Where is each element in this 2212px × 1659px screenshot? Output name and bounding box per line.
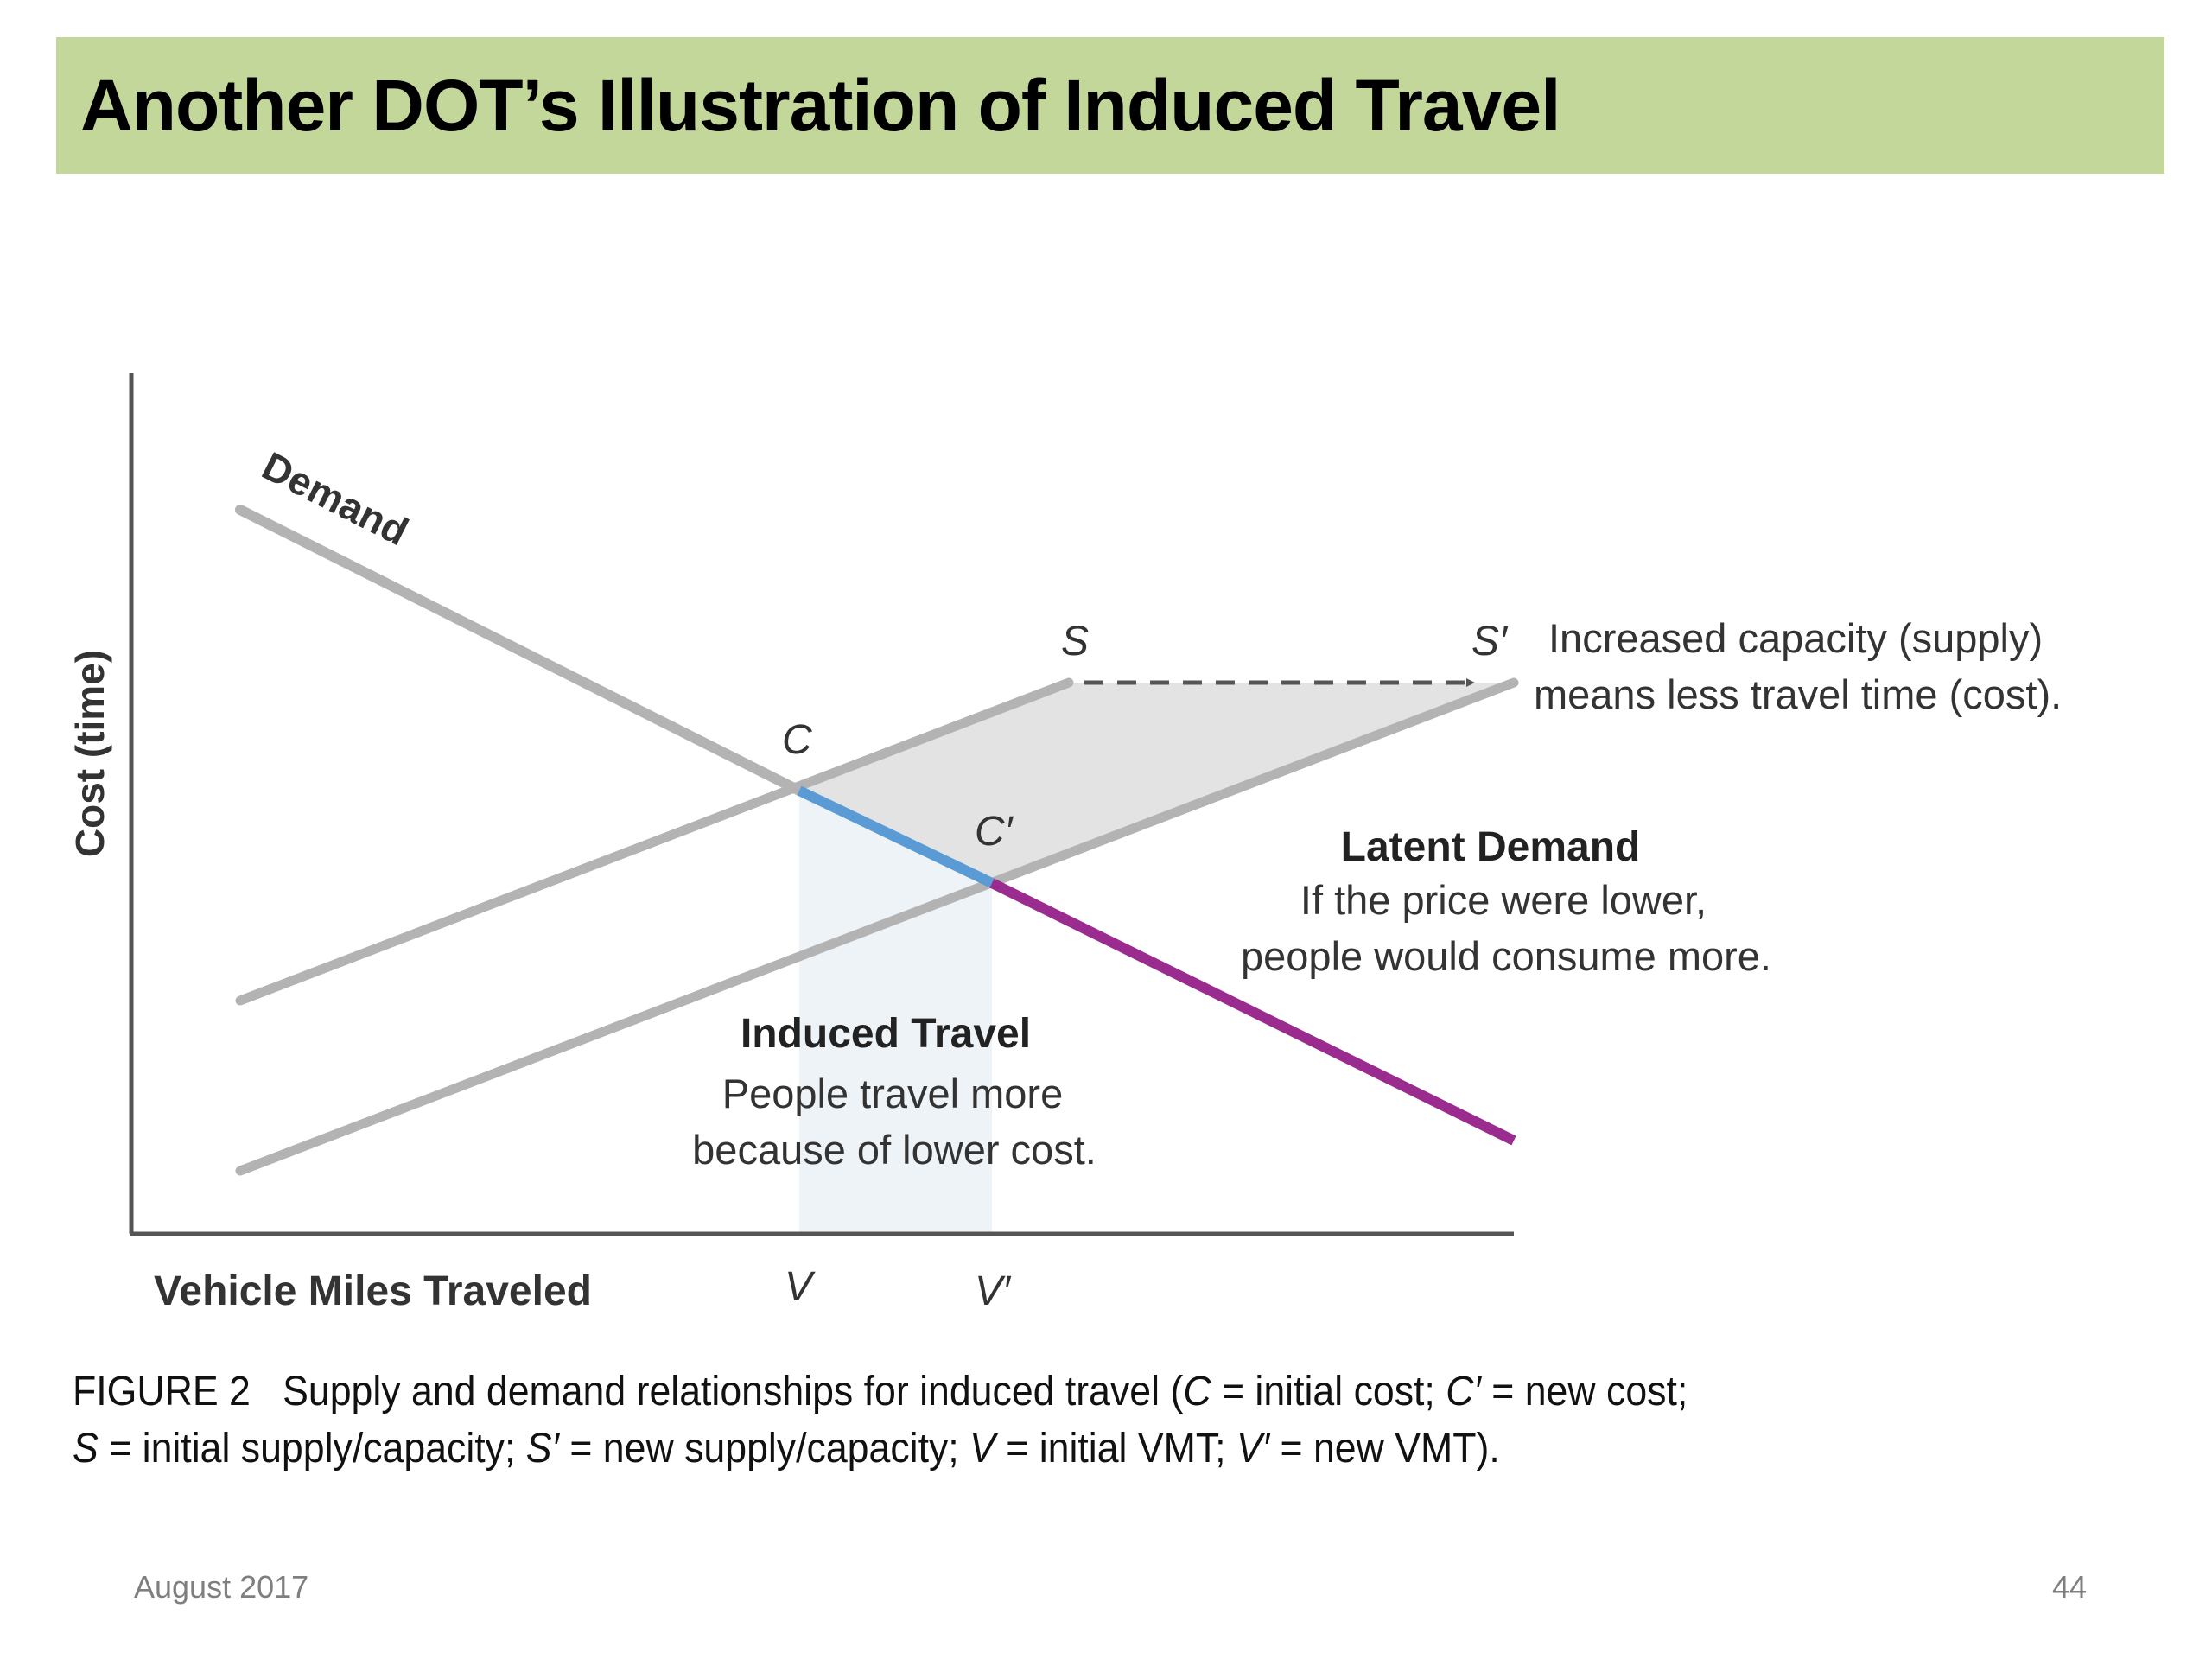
supply-curve-s-prime [235,677,1519,1176]
supply-label: S [1061,619,1089,664]
demand-label: Demand [255,443,415,555]
slide-title: Another DOT’s Illustration of Induced Tr… [80,64,1560,146]
induced-demand-segment [797,785,995,888]
caption-line-1: FIGURE 2 Supply and demand relationships… [73,1363,1961,1421]
induced-line2: because of lower cost. [692,1127,1096,1173]
caption-vp-symbol: V′ [1236,1426,1270,1471]
caption-c-symbol: C [1183,1369,1211,1414]
caption-sp-symbol: S′ [525,1426,559,1471]
title-bar: Another DOT’s Illustration of Induced Tr… [56,37,2164,174]
caption-s-symbol: S [73,1426,99,1471]
caption-fig-label: FIGURE 2 [73,1369,251,1414]
latent-heading: Latent Demand [1341,824,1641,870]
caption-s-def: = initial supply/capacity; [98,1426,526,1471]
capacity-note-line1: Increased capacity (supply) [1548,615,2043,661]
caption-v-symbol: V [969,1426,995,1471]
x-axis-label: Vehicle Miles Traveled [154,1268,592,1314]
caption-v-def: = initial VMT; [995,1426,1236,1471]
caption-sp-def: = new supply/capacity; [558,1426,970,1471]
vmt-label: V [785,1264,816,1310]
figure-caption: FIGURE 2 Supply and demand relationships… [73,1363,1961,1478]
footer-date: August 2017 [134,1569,309,1605]
caption-cp-symbol: C′ [1446,1369,1481,1414]
new-cost-label: C′ [975,809,1014,855]
caption-cp-def: = new cost; [1480,1369,1688,1414]
supply-shift-region [799,683,1514,883]
new-supply-label: S′ [1471,619,1509,664]
supply-curve-s [235,677,1074,1006]
latent-demand-segment [989,878,1516,1146]
y-axis-label: Cost (time) [67,650,112,857]
caption-vp-def: = new VMT). [1269,1426,1500,1471]
caption-text-part1: Supply and demand relationships for indu… [283,1369,1184,1414]
cost-label: C [782,717,812,763]
latent-line2: people would consume more. [1241,933,1771,979]
induced-line1: People travel more [722,1071,1063,1116]
demand-curve [235,505,804,796]
caption-line-2: S = initial supply/capacity; S′ = new su… [73,1421,1961,1478]
new-vmt-label: V′ [975,1268,1012,1314]
latent-line1: If the price were lower, [1300,877,1707,923]
page-number: 44 [2051,1569,2087,1605]
capacity-note-line2: means less travel time (cost). [1534,671,2062,717]
induced-heading: Induced Travel [741,1011,1031,1057]
caption-c-def: = initial cost; [1211,1369,1446,1414]
